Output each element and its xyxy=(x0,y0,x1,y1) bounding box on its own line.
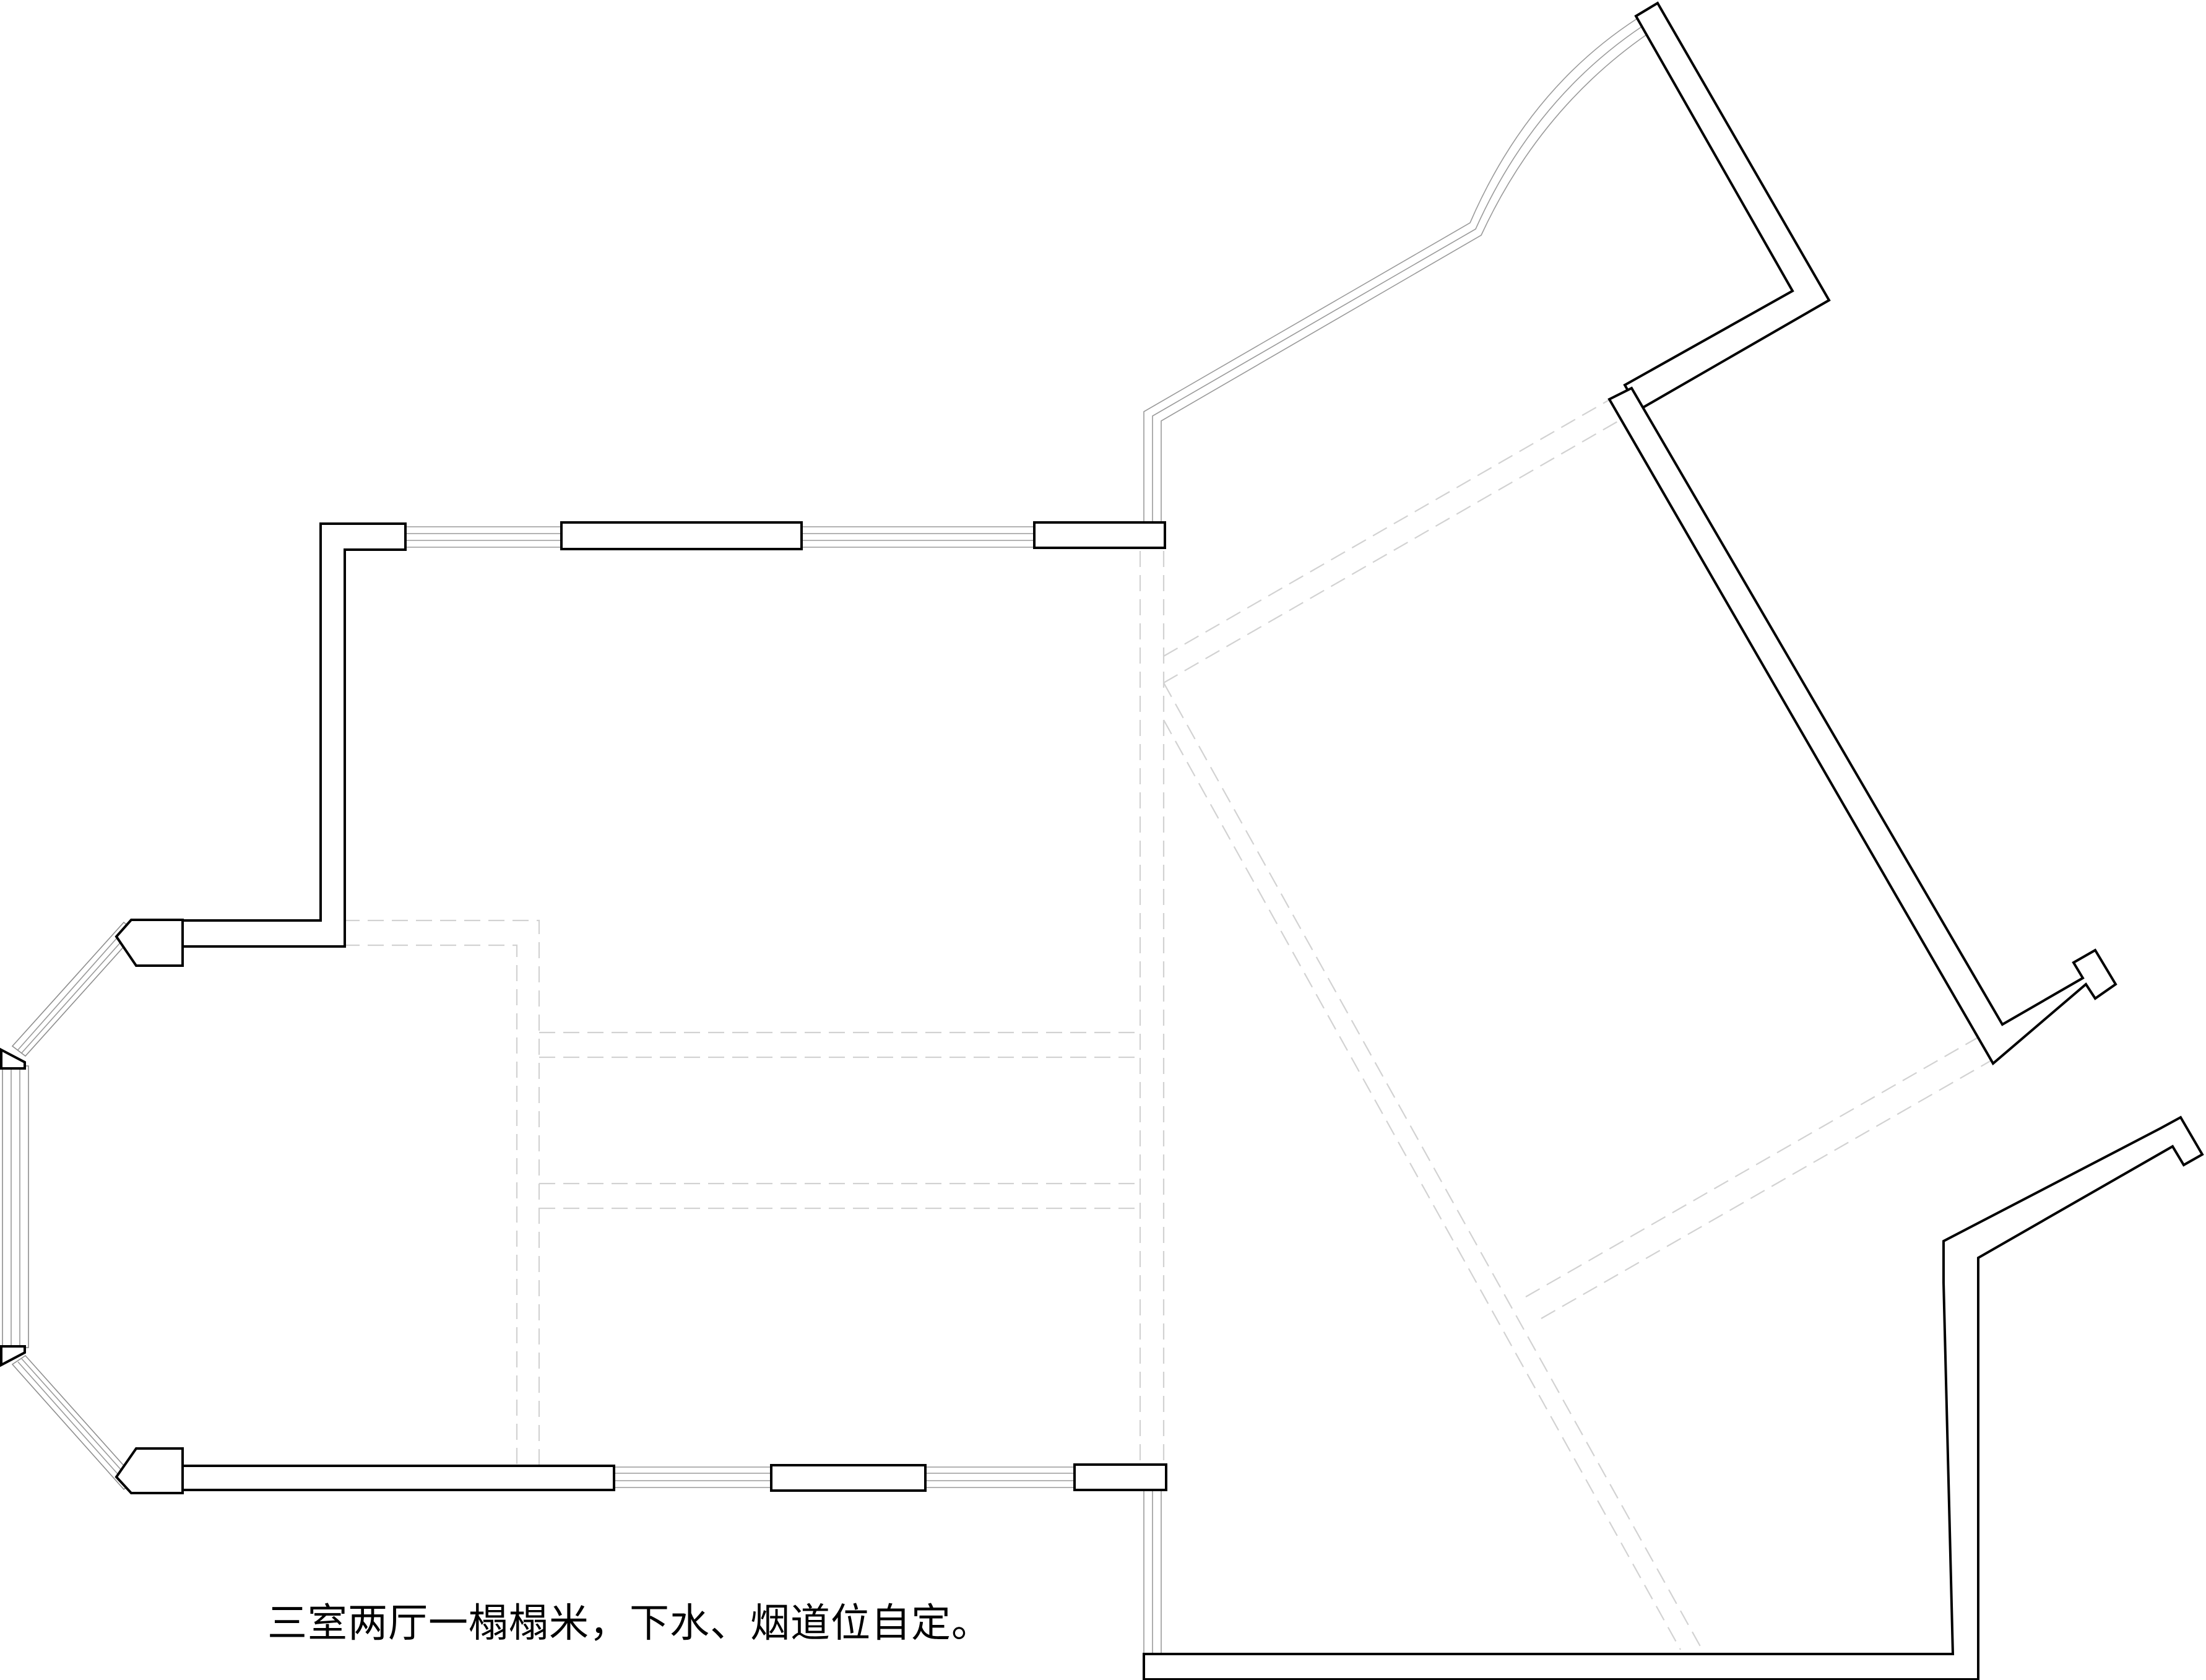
wall-pier-bottom-right[interactable] xyxy=(1073,1463,1167,1491)
wall-balcony-top[interactable] xyxy=(1623,1,1831,412)
bay-cap-left-top[interactable] xyxy=(0,1047,26,1070)
wall-pier-bottom-center[interactable] xyxy=(770,1464,927,1492)
bay-cap-lower[interactable] xyxy=(115,1447,184,1494)
top-window xyxy=(405,526,1034,548)
wall-south-east[interactable] xyxy=(1143,1115,2204,1680)
plan-note: 三室两厅一榻榻米，下水、烟道位自定。 xyxy=(267,1601,992,1647)
wall-pier-top-center[interactable] xyxy=(560,521,803,550)
window-glazing xyxy=(2,18,1649,1653)
wall-pier-top-right[interactable] xyxy=(1033,521,1166,549)
wall-bottom-left[interactable] xyxy=(181,1465,615,1491)
balcony-glazing xyxy=(1143,18,1649,1653)
bay-window xyxy=(2,921,137,1491)
bottom-window xyxy=(614,1466,1075,1488)
zone-dividers xyxy=(344,397,2006,1650)
wall-east-diagonal[interactable] xyxy=(1607,386,2117,1066)
bay-cap-left-bottom[interactable] xyxy=(0,1345,26,1367)
bay-cap-upper[interactable] xyxy=(115,919,184,967)
wall-upper-left[interactable] xyxy=(181,522,407,948)
